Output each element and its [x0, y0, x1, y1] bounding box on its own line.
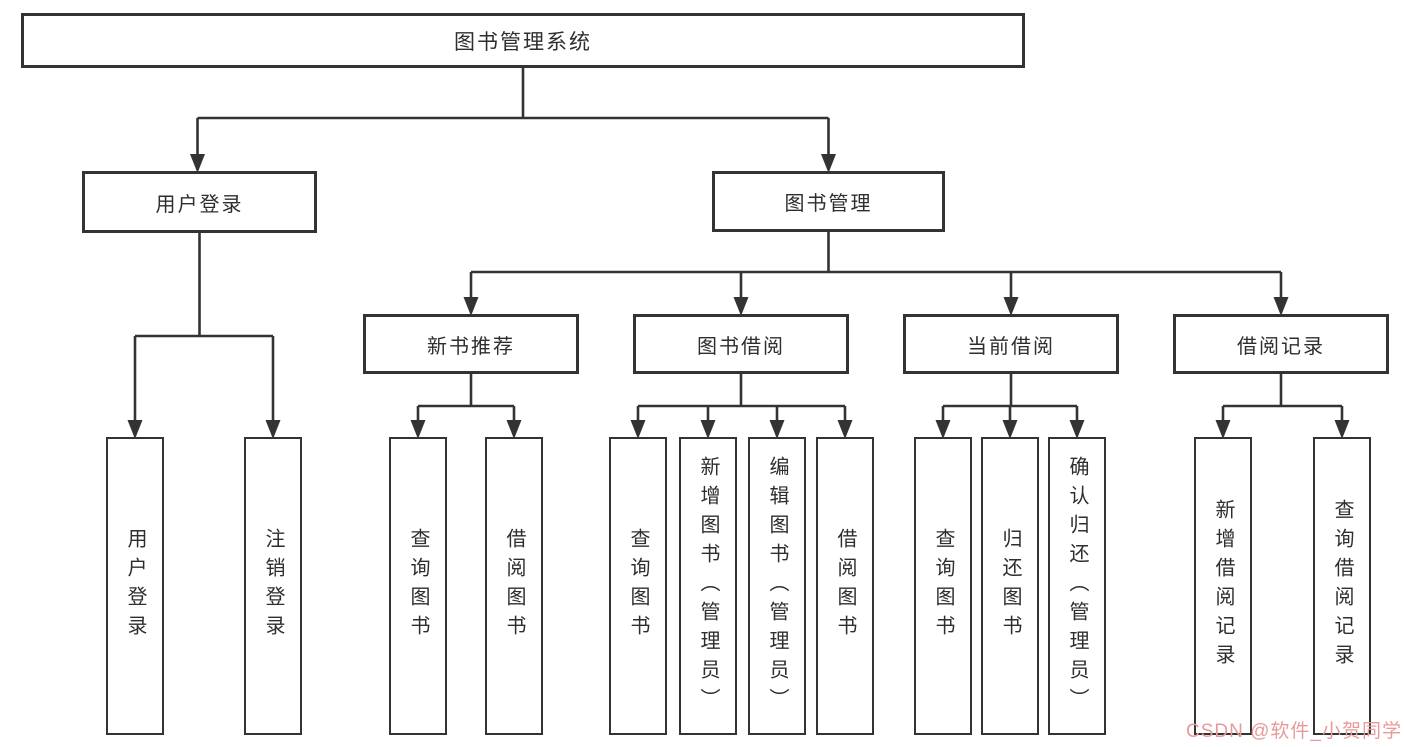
arrow-icon — [821, 154, 836, 173]
node-book-management: 图书管理 — [712, 171, 945, 232]
arrow-icon — [1215, 420, 1231, 439]
arrow-icon — [1002, 420, 1018, 439]
node-book-borrow: 图书借阅 — [633, 314, 849, 374]
leaf-edit-book-admin: 编辑图书（管理员） — [748, 437, 806, 735]
node-root: 图书管理系统 — [21, 13, 1025, 68]
arrow-icon — [769, 420, 785, 439]
leaf-borrow-book-1: 借阅图书 — [485, 437, 543, 735]
leaf-borrow-book-2: 借阅图书 — [816, 437, 874, 735]
arrow-icon — [190, 154, 205, 173]
node-user-login: 用户登录 — [82, 171, 317, 233]
leaf-logout-label: 注销登录 — [262, 528, 284, 644]
arrow-icon — [700, 420, 716, 439]
leaf-user-login: 用户登录 — [106, 437, 164, 735]
arrow-icon — [1069, 420, 1085, 439]
leaf-query-borrow-record: 查询借阅记录 — [1313, 437, 1371, 735]
node-borrow-record-label: 借阅记录 — [1237, 335, 1325, 358]
arrow-icon — [410, 420, 426, 439]
arrow-icon — [935, 420, 951, 439]
node-new-book-recommend: 新书推荐 — [363, 314, 579, 374]
leaf-return-book: 归还图书 — [981, 437, 1039, 735]
node-book-management-label: 图书管理 — [784, 193, 873, 215]
leaf-add-borrow-record: 新增借阅记录 — [1194, 437, 1252, 735]
leaf-add-book-admin: 新增图书（管理员） — [679, 437, 737, 735]
leaf-query-borrow-record-label: 查询借阅记录 — [1331, 499, 1353, 673]
leaf-borrow-book-1-label: 借阅图书 — [503, 528, 525, 644]
leaf-query-book-3: 查询图书 — [914, 437, 972, 735]
leaf-edit-book-admin-label: 编辑图书（管理员） — [766, 455, 788, 717]
leaf-add-book-admin-label: 新增图书（管理员） — [697, 455, 719, 717]
leaf-query-book-1-label: 查询图书 — [407, 528, 429, 644]
arrow-icon — [463, 297, 479, 316]
arrowheads — [127, 154, 1350, 439]
arrow-icon — [837, 420, 853, 439]
watermark-text: CSDN @软件_小贺同学 — [1186, 721, 1402, 742]
node-borrow-record: 借阅记录 — [1173, 314, 1389, 374]
leaf-query-book-1: 查询图书 — [389, 437, 447, 735]
node-root-label: 图书管理系统 — [454, 30, 592, 54]
leaf-query-book-3-label: 查询图书 — [932, 528, 954, 644]
leaf-query-book-2-label: 查询图书 — [627, 528, 649, 644]
arrow-icon — [630, 420, 646, 439]
node-book-borrow-label: 图书借阅 — [697, 335, 785, 358]
arrow-icon — [1273, 297, 1289, 316]
node-current-borrow-label: 当前借阅 — [967, 335, 1055, 358]
arrow-icon — [733, 297, 749, 316]
leaf-confirm-return-admin: 确认归还（管理员） — [1048, 437, 1106, 735]
connector-lines — [133, 68, 1344, 423]
arrow-icon — [506, 420, 522, 439]
arrow-icon — [1334, 420, 1350, 439]
leaf-user-login-label: 用户登录 — [124, 528, 146, 644]
leaf-return-book-label: 归还图书 — [999, 528, 1021, 644]
leaf-add-borrow-record-label: 新增借阅记录 — [1212, 499, 1234, 673]
leaf-confirm-return-admin-label: 确认归还（管理员） — [1066, 455, 1088, 717]
leaf-logout: 注销登录 — [244, 437, 302, 735]
node-current-borrow: 当前借阅 — [903, 314, 1119, 374]
leaf-borrow-book-2-label: 借阅图书 — [834, 528, 856, 644]
node-user-login-label: 用户登录 — [155, 193, 244, 216]
arrow-icon — [127, 420, 143, 439]
arrow-icon — [1003, 297, 1019, 316]
leaf-query-book-2: 查询图书 — [609, 437, 667, 735]
node-new-book-recommend-label: 新书推荐 — [427, 335, 515, 358]
arrow-icon — [265, 420, 281, 439]
